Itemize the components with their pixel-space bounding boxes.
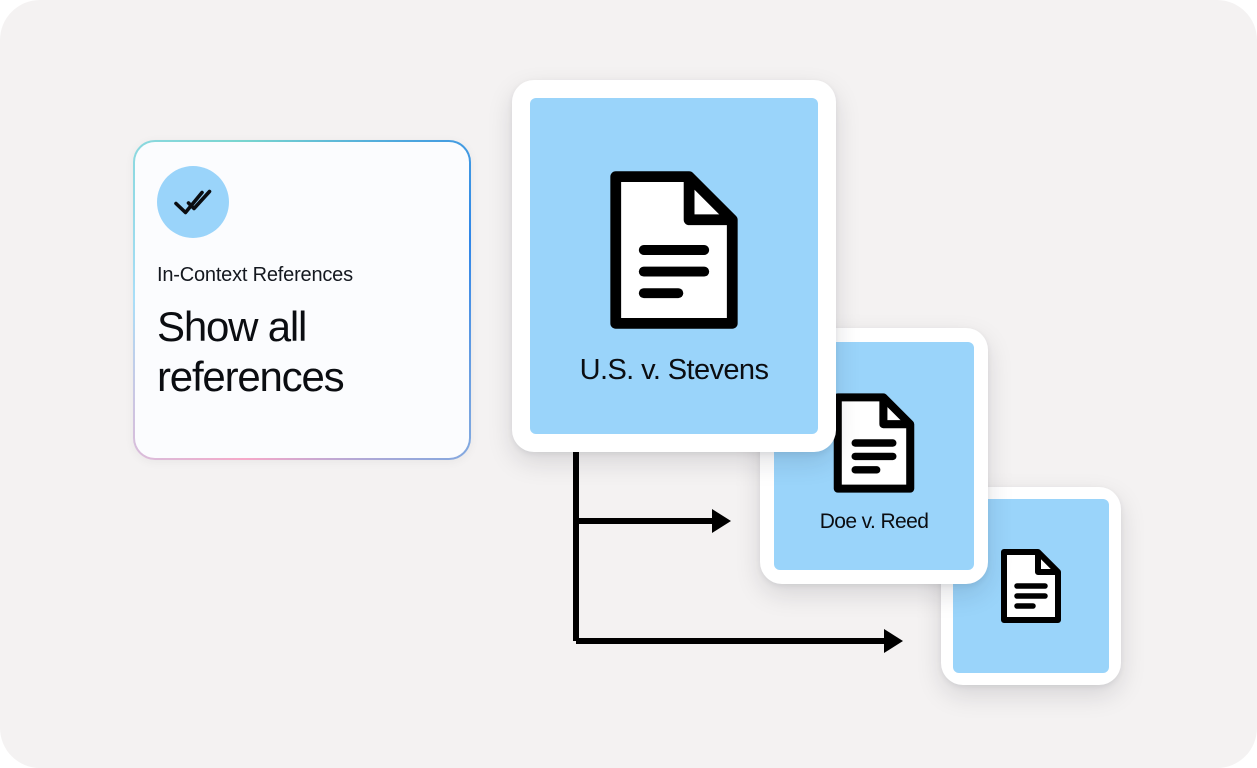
document-card-1-panel: U.S. v. Stevens [530,98,818,434]
document-card-2[interactable]: Doe v. Reed [760,328,988,584]
in-context-references-card[interactable]: In-Context References Show all reference… [133,140,471,460]
double-check-icon-badge [157,166,229,238]
document-card-2-label: Doe v. Reed [819,510,929,533]
document-card-1-label: U.S. v. Stevens [579,353,769,386]
document-icon [833,393,915,493]
card-headline: Show all references [157,303,345,400]
card-eyebrow-label: In-Context References [157,264,353,286]
document-icon [1001,549,1061,623]
document-card-1[interactable]: U.S. v. Stevens [512,80,836,452]
double-check-icon [174,189,212,215]
document-icon [610,170,738,329]
feature-card-body: In-Context References Show all reference… [135,142,469,458]
